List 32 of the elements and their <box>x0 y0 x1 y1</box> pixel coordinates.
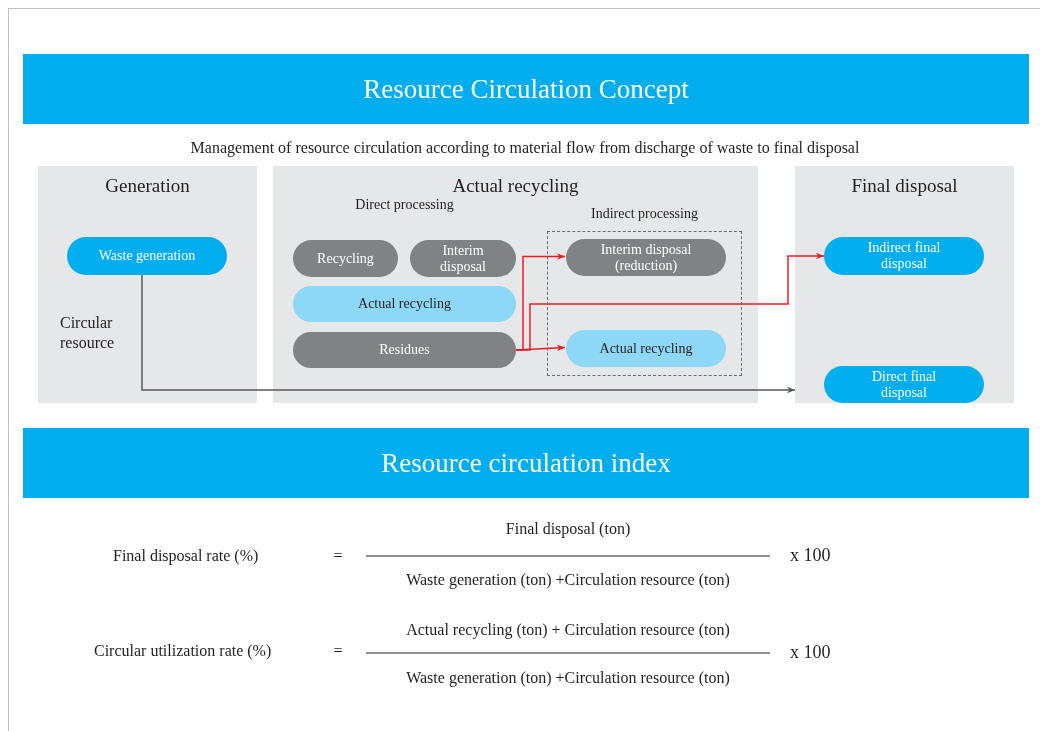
equals-sign: = <box>333 546 343 566</box>
arrow <box>515 252 825 351</box>
process-node: Direct final disposal <box>824 366 984 403</box>
panel-heading: Actual recycling <box>451 175 580 197</box>
stage-panel <box>795 166 1014 403</box>
stage-panel <box>273 166 758 403</box>
process-node: Actual recycling <box>566 330 726 367</box>
numerator: Actual recycling (ton) + Circulation resource (ton) <box>406 620 730 640</box>
process-node: Actual recycling <box>293 286 516 322</box>
denominator: Waste generation (ton) +Circulation resource (ton) <box>406 668 730 688</box>
process-node: Residues <box>293 332 516 368</box>
multiplier: x 100 <box>790 642 831 662</box>
formula-label: Final disposal rate (%) <box>113 546 259 566</box>
group-heading: Direct processing <box>354 197 455 213</box>
equals-sign: = <box>333 641 343 661</box>
process-node: Interim disposal (reduction) <box>566 239 726 276</box>
panel-heading: Generation <box>104 175 191 197</box>
subtitle: Management of resource circulation according to material flow from discharge of waste to final disposal <box>190 138 860 158</box>
stage-panel <box>38 166 257 403</box>
multiplier: x 100 <box>790 545 831 565</box>
denominator: Waste generation (ton) +Circulation resource (ton) <box>406 570 730 590</box>
arrow <box>141 274 796 394</box>
section-banner: Resource circulation index <box>23 428 1029 498</box>
panel-heading: Final disposal <box>850 175 959 197</box>
process-node: Interim disposal <box>410 240 516 277</box>
process-node: Indirect final disposal <box>824 237 984 275</box>
group-heading: Indirect processing <box>590 206 699 222</box>
numerator: Final disposal (ton) <box>505 519 631 539</box>
process-node: Recycling <box>293 240 398 277</box>
title-banner: Resource Circulation Concept <box>23 54 1029 124</box>
process-node: Waste generation <box>67 237 227 275</box>
formula-label: Circular utilization rate (%) <box>94 641 272 661</box>
